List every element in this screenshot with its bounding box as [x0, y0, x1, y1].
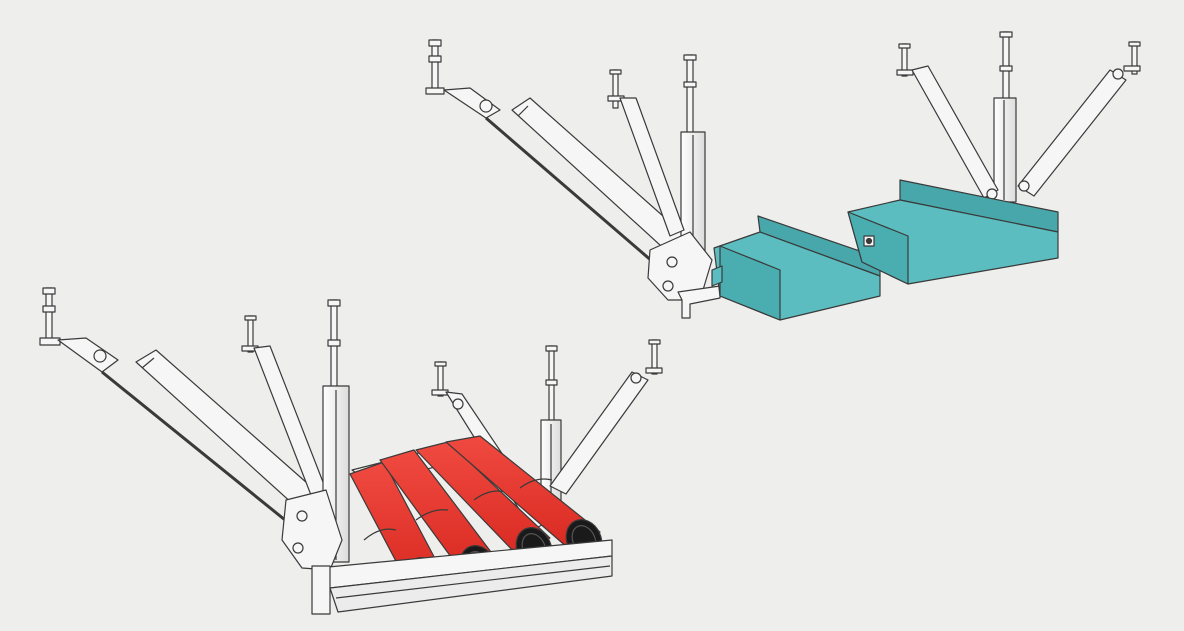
- base-channel-left: [311, 539, 613, 615]
- diagonal-brace-secondary: [619, 97, 685, 237]
- pipe-support-assembly: [39, 287, 663, 615]
- cable-tray-2: [847, 179, 1059, 285]
- hinge-bracket-left: [57, 337, 119, 373]
- anchor-rod-far-right-lower: [645, 339, 663, 375]
- anchor-rod-top-left: [425, 39, 445, 95]
- cable-tray-1: [711, 215, 881, 321]
- anchor-rod-left: [39, 287, 61, 346]
- diagonal-brace-right-lower: [549, 371, 649, 495]
- anchor-rod-far-right: [1123, 41, 1141, 75]
- cable-tray-support-assembly: [425, 31, 1141, 321]
- hinge-bolt: [479, 99, 493, 113]
- anchor-rod-secondary: [607, 69, 625, 109]
- diagonal-brace-far-left: [911, 65, 999, 199]
- anchor-rod-top-right: [993, 31, 1017, 203]
